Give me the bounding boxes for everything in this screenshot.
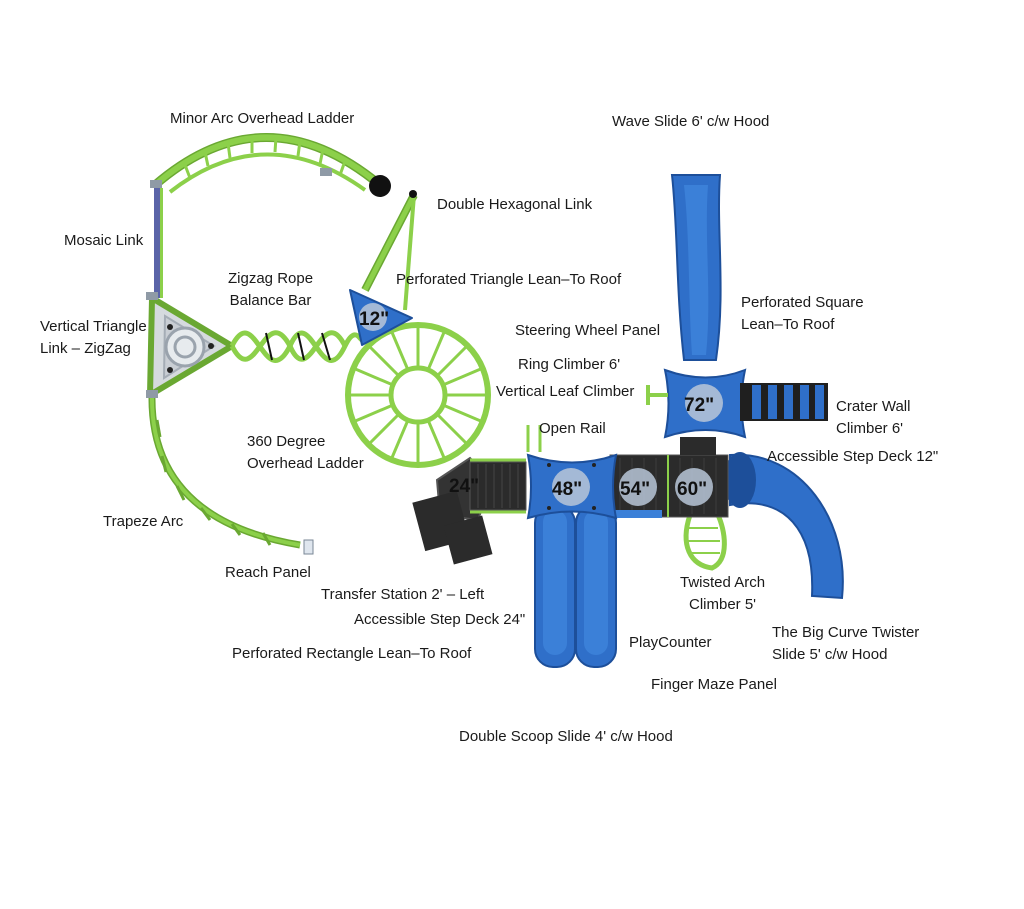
label-step-deck-24: Accessible Step Deck 24" (354, 611, 526, 628)
deck-height-labels: 12" 24" 48" 54" 60" 72" (359, 309, 714, 500)
vertical-triangle-link-zigzag (146, 292, 235, 398)
label-mosaic-link: Mosaic Link (64, 232, 144, 249)
label-finger-maze-panel: Finger Maze Panel (651, 676, 777, 693)
big-curve-twister-slide (724, 452, 844, 600)
label-wave-slide: Wave Slide 6' c/w Hood (612, 113, 770, 130)
transfer-station (412, 456, 527, 565)
label-perforated-rectangle-roof: Perforated Rectangle Lean–To Roof (232, 645, 472, 662)
mosaic-link (154, 188, 163, 298)
main-deck-row (609, 454, 729, 518)
perforated-square-roof-72 (663, 368, 747, 455)
twisted-arch-climber (683, 513, 727, 571)
label-minor-arc-overhead-ladder: Minor Arc Overhead Ladder (170, 110, 355, 127)
label-trapeze-arc: Trapeze Arc (103, 513, 184, 530)
label-perforated-triangle-roof: Perforated Triangle Lean–To Roof (396, 271, 622, 288)
reach-panel (303, 539, 314, 555)
double-hexagonal-link (361, 190, 418, 311)
label-ring-climber: Ring Climber 6' (518, 356, 621, 373)
deck-label-24: 24" (449, 476, 479, 497)
ring-climber (646, 385, 668, 405)
label-step-deck-12: Accessible Step Deck 12" (767, 448, 939, 465)
label-transfer-station: Transfer Station 2' – Left (321, 586, 485, 603)
deck-label-54: 54" (620, 479, 650, 500)
double-scoop-slide (534, 504, 617, 668)
label-steering-wheel-panel: Steering Wheel Panel (515, 322, 661, 339)
zigzag-rope-balance-bar (229, 330, 364, 363)
label-vertical-leaf-climber: Vertical Leaf Climber (496, 383, 635, 400)
label-double-scoop-slide: Double Scoop Slide 4' c/w Hood (459, 728, 673, 745)
open-rail (526, 425, 542, 452)
perforated-square-roof-48 (526, 453, 618, 520)
trapeze-arc (148, 394, 301, 549)
overhead-ladder-360 (345, 322, 491, 468)
label-reach-panel: Reach Panel (225, 564, 311, 581)
minor-arc-overhead-ladder (150, 133, 391, 197)
label-open-rail: Open Rail (539, 420, 606, 437)
label-playcounter: PlayCounter (629, 634, 712, 651)
perforated-triangle-roof (349, 289, 413, 346)
label-double-hexagonal-link: Double Hexagonal Link (437, 196, 593, 213)
deck-label-60: 60" (677, 479, 707, 500)
crater-wall-climber (740, 383, 828, 421)
deck-label-72: 72" (684, 395, 714, 416)
deck-label-48: 48" (552, 479, 582, 500)
deck-label-12: 12" (359, 309, 389, 330)
wave-slide (670, 174, 722, 361)
